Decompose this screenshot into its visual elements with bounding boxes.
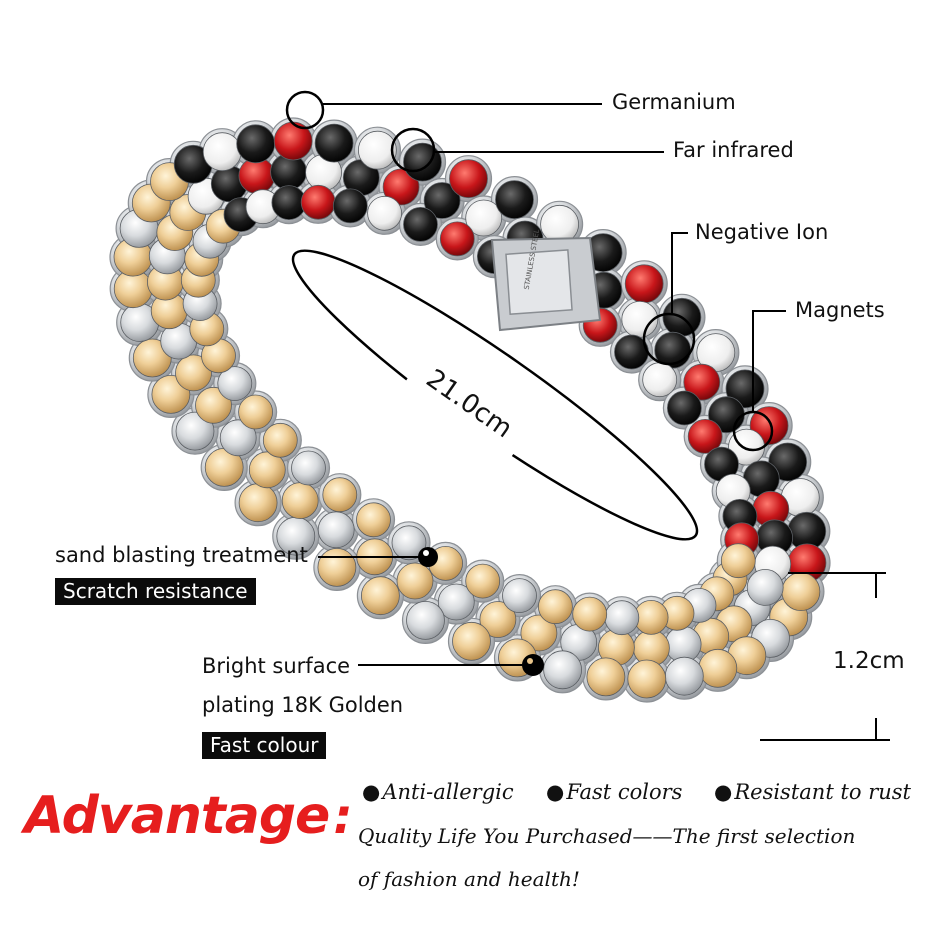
stone xyxy=(236,124,276,164)
stone xyxy=(238,394,274,430)
stone xyxy=(202,132,242,172)
stone xyxy=(396,562,434,600)
advantage-point-1: ●Anti-allergic xyxy=(362,780,514,804)
stone xyxy=(465,563,501,599)
stone xyxy=(698,648,738,688)
width-label: 1.2cm xyxy=(833,648,905,674)
advantage-line-1: Quality Life You Purchased——The first se… xyxy=(358,824,856,848)
advantage-point-3: ●Resistant to rust xyxy=(714,780,911,804)
stone xyxy=(382,168,420,206)
stone xyxy=(781,572,821,611)
stone xyxy=(332,188,368,224)
germanium-label: Germanium xyxy=(612,90,736,114)
stone xyxy=(687,418,723,454)
stone xyxy=(437,583,475,621)
fast-colour-tag: Fast colour xyxy=(202,732,327,759)
magnets-label: Magnets xyxy=(795,298,885,322)
stone xyxy=(291,450,326,486)
stone xyxy=(604,600,640,636)
advantage-point-3-text: Resistant to rust xyxy=(734,780,911,804)
stone xyxy=(543,650,582,690)
bullet-icon: ● xyxy=(714,780,733,804)
stone xyxy=(768,442,808,482)
advantage-point-2: ●Fast colors xyxy=(546,780,682,804)
stone xyxy=(217,366,253,402)
stone xyxy=(360,576,400,616)
stone xyxy=(624,264,664,304)
stone xyxy=(642,362,678,398)
stone xyxy=(683,363,721,401)
stone xyxy=(317,548,357,587)
stone xyxy=(262,422,298,458)
stone xyxy=(725,369,765,409)
stone xyxy=(538,589,573,625)
stone xyxy=(520,614,558,652)
stone xyxy=(317,511,355,549)
callout-lines xyxy=(285,90,890,741)
stone xyxy=(175,354,212,392)
advantage-word: Advantage xyxy=(24,786,330,846)
stone xyxy=(132,338,172,378)
stone xyxy=(465,199,503,237)
stone xyxy=(403,142,442,182)
stone xyxy=(627,659,667,699)
advantage-title: Advantage: xyxy=(24,786,353,846)
stone xyxy=(391,525,427,561)
stone xyxy=(439,221,475,257)
stone xyxy=(322,477,358,513)
advantage-colon: : xyxy=(333,789,352,845)
stone xyxy=(356,502,391,538)
advantage-point-1-text: Anti-allergic xyxy=(382,780,514,804)
advantage-line-2: of fashion and health! xyxy=(358,867,580,891)
stone xyxy=(572,596,608,632)
advantage-point-2-text: Fast colors xyxy=(566,780,683,804)
stone xyxy=(720,543,756,579)
far-infrared-label: Far infrared xyxy=(673,138,794,162)
stone xyxy=(502,578,537,613)
stone xyxy=(479,601,517,638)
stone xyxy=(238,483,278,523)
stone xyxy=(314,123,354,163)
stone xyxy=(633,600,669,635)
bullet-icon: ● xyxy=(362,780,381,804)
stone xyxy=(667,390,702,426)
stone xyxy=(357,130,397,170)
stone xyxy=(271,185,307,221)
stone xyxy=(281,482,319,520)
bracelet-clasp: STAINLESS STEEL xyxy=(490,229,602,332)
stone xyxy=(406,601,445,640)
stone xyxy=(452,621,491,661)
stone xyxy=(403,206,438,242)
stone xyxy=(449,159,488,199)
stone xyxy=(195,386,232,424)
sand-blasting-label: sand blasting treatment xyxy=(55,543,308,567)
stone xyxy=(300,184,336,220)
stone xyxy=(495,180,534,220)
bullet-icon: ● xyxy=(546,780,565,804)
callout-dots xyxy=(418,547,544,676)
stone xyxy=(746,569,784,606)
stone xyxy=(367,195,403,231)
stone xyxy=(664,656,704,696)
negative-ion-label: Negative Ion xyxy=(695,220,829,244)
bright-surface-label: Bright surface xyxy=(202,654,351,678)
stone xyxy=(586,657,626,697)
stone xyxy=(423,182,461,219)
stone xyxy=(219,419,257,457)
plating-label: plating 18K Golden xyxy=(202,693,404,717)
stone xyxy=(175,411,215,451)
scratch-resistance-tag: Scratch resistance xyxy=(55,578,256,605)
